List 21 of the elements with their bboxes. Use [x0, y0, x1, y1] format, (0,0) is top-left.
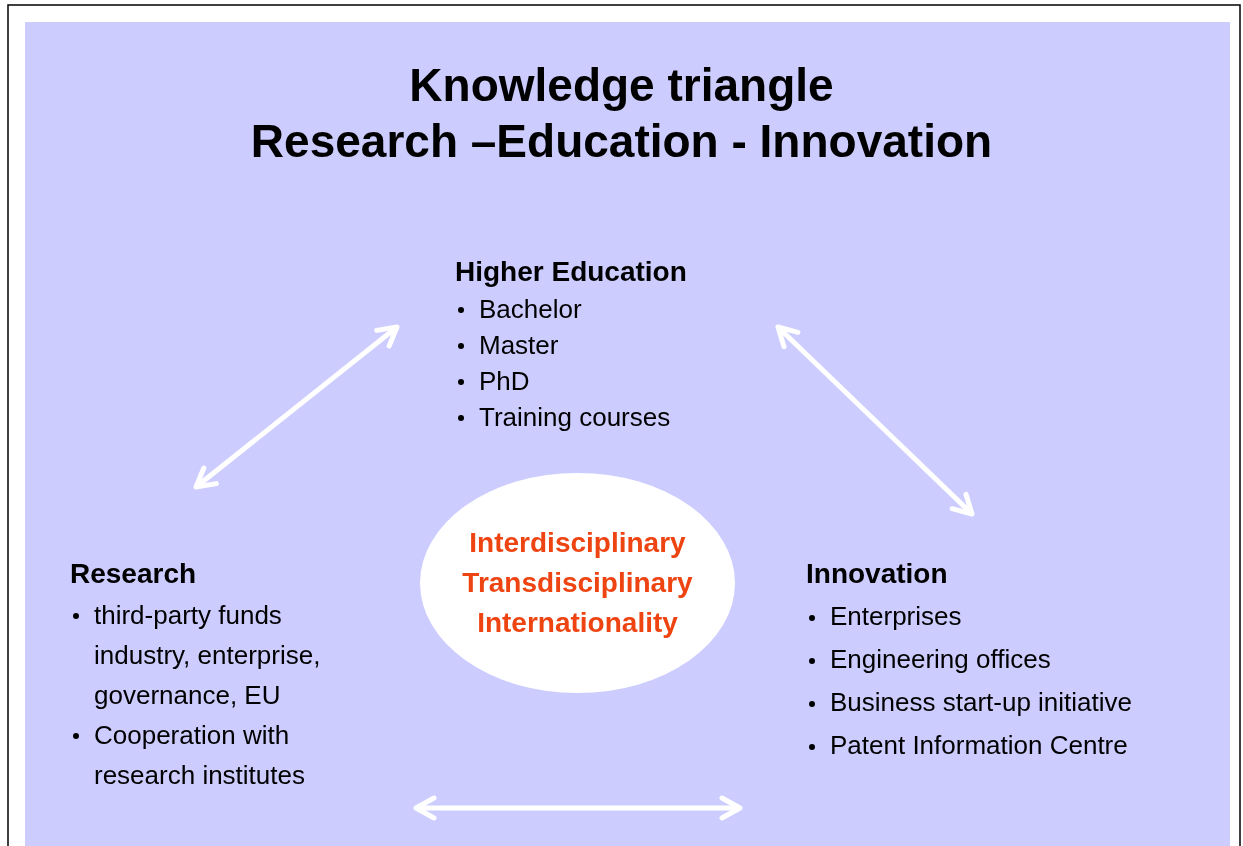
list-item: Cooperation with research institutes [70, 715, 370, 795]
list-item: Enterprises [806, 595, 1133, 638]
double-headed-arrow [413, 795, 743, 821]
keyword: Internationality [477, 606, 678, 640]
list-item: Patent Information Centre [806, 724, 1133, 767]
list-item: Business start-up initiative [806, 681, 1133, 724]
subtitle: Research –Education - Innovation [250, 114, 993, 169]
list-item: third-party funds industry, enterprise, governance, EU [70, 595, 370, 715]
title: Knowledge triangle [409, 58, 834, 113]
list-item: PhD [455, 363, 687, 399]
heading: Higher Education [455, 255, 687, 289]
list-item: Master [455, 327, 687, 363]
keyword: Transdisciplinary [462, 566, 693, 600]
double-headed-arrow [193, 324, 400, 490]
heading: Innovation [806, 557, 949, 591]
list-item: Bachelor [455, 291, 687, 327]
keyword: Interdisciplinary [469, 526, 686, 560]
list-item: Engineering offices [806, 638, 1133, 681]
double-headed-arrow [775, 324, 975, 517]
heading: Research [70, 557, 198, 591]
list-item: Training courses [455, 399, 687, 435]
